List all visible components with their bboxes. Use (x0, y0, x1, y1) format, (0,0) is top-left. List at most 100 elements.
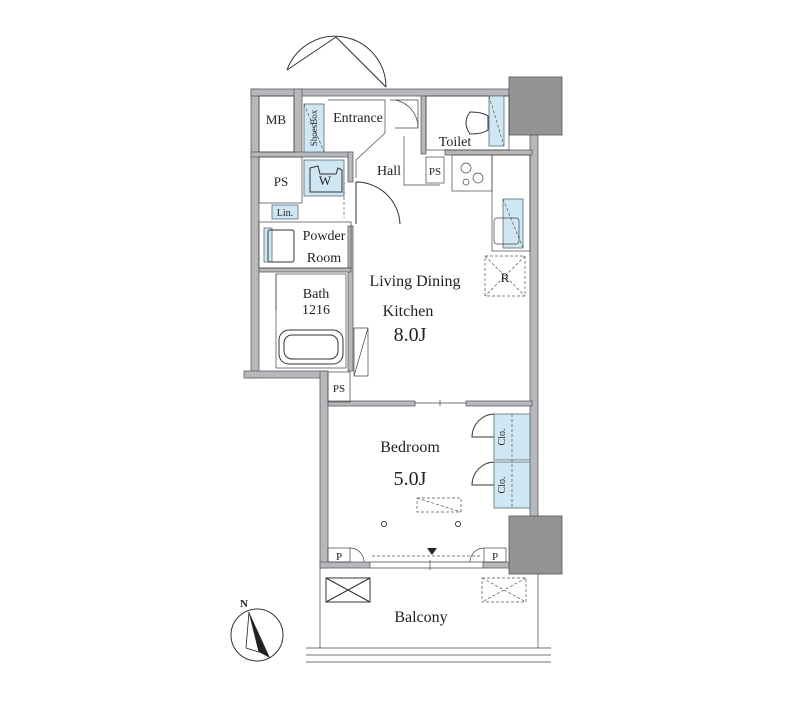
room-label-entrance: Entrance (333, 111, 383, 126)
stove-area (451, 154, 493, 192)
hall-door-to-ldk (355, 181, 401, 225)
bedroom-size: 5.0J (394, 468, 427, 490)
room-label-balcony: Balcony (394, 609, 447, 626)
pillar-bottom-right (508, 515, 563, 575)
room-label-r: R (501, 270, 510, 285)
washer-area (303, 159, 345, 197)
ps-left-box (258, 156, 303, 204)
room-label-mb: MB (266, 112, 287, 127)
wall-ldk-left (347, 225, 354, 372)
room-label-powder-2: Room (307, 251, 341, 266)
wall-wic-right (347, 151, 354, 183)
room-label-ps-left: PS (274, 174, 288, 189)
mb-box (258, 95, 295, 153)
wall-right-outer (529, 133, 539, 518)
toilet-room (425, 95, 510, 151)
room-label-p-right: P (492, 551, 498, 563)
shoe-box-diagonal (303, 103, 325, 153)
entry-arrow-icon (427, 548, 437, 555)
entrance-step (328, 99, 386, 178)
ceiling-light-icon-2 (455, 521, 461, 527)
compass-ring (230, 608, 284, 662)
linen-storage (271, 204, 299, 220)
compass-needle-light (245, 611, 260, 653)
compass-north-label: N (240, 598, 248, 610)
room-label-bath-1: Bath (303, 287, 329, 302)
toilet-bowl-icon (465, 111, 489, 135)
room-label-toilet: Toilet (439, 135, 472, 150)
outdoor-unit-space (481, 577, 527, 603)
p-left-box (327, 547, 351, 563)
room-label-p-left: P (336, 551, 342, 563)
bath-room (275, 273, 347, 369)
room-label-clo-top: Clo. (497, 429, 508, 446)
ps-lower-box (327, 371, 351, 403)
room-label-bath-2: 1216 (302, 303, 330, 318)
bathtub-inner (283, 334, 339, 360)
room-label-shoe-box: ShoesBox (309, 109, 319, 146)
compass-needle-dark (249, 612, 270, 658)
outdoor-space-diag-2 (481, 577, 527, 603)
outdoor-unit-icon (325, 577, 371, 603)
powder-room (258, 221, 352, 269)
room-label-w: W (319, 173, 332, 188)
air-conditioner-space (416, 497, 462, 513)
room-label-hall: Hall (377, 164, 401, 179)
ldk-storage-shelf (353, 327, 369, 377)
compass-icon: N (230, 598, 284, 662)
refrigerator-space (484, 255, 526, 297)
fridge-diagonal-2 (484, 255, 526, 297)
hall-door-swing (390, 99, 419, 129)
room-label-ldk-2: Kitchen (383, 303, 434, 320)
wall-entrance-left (293, 88, 303, 154)
wall-powder-bottom (258, 267, 352, 273)
outdoor-unit-diag-2 (325, 577, 371, 603)
entrance-door-edge (286, 36, 337, 71)
ldk-shelf-diagonal (353, 327, 369, 377)
wall-bottom-left (319, 561, 371, 569)
room-label-lin: Lin. (277, 208, 293, 219)
p-left-arc (349, 547, 365, 563)
vanity-sink-icon (267, 229, 295, 263)
wall-wic-top (250, 151, 353, 158)
wall-bedroom-top-left (327, 400, 416, 407)
room-label-bedroom: Bedroom (380, 439, 440, 456)
ldk-size: 8.0J (394, 324, 427, 346)
burner-icon-2 (472, 172, 484, 184)
sink-icon (493, 217, 520, 245)
toilet-storage-diagonal (488, 95, 505, 147)
wall-left-outer (250, 88, 260, 379)
kitchen-counter (491, 154, 531, 252)
wall-step (243, 370, 328, 379)
room-label-ldk-1: Living Dining (369, 273, 460, 290)
bathtub-icon (278, 329, 344, 365)
room-label-powder-1: Powder (303, 229, 346, 244)
entrance-door (286, 35, 387, 88)
washer-icon (309, 165, 343, 193)
p-right-arc (469, 547, 485, 563)
closet-door-arc-2 (471, 461, 495, 486)
room-label-clo-bottom: Clo. (497, 477, 508, 494)
hall-door-arc (394, 99, 419, 129)
closet-door-arc-1 (471, 413, 495, 438)
burner-icon (460, 162, 472, 174)
kitchen-storage-diagonal (502, 198, 524, 249)
ceiling-light-icon-1 (381, 521, 387, 527)
room-label-ps-lower: PS (333, 383, 345, 395)
entrance-door-leaf (335, 36, 387, 88)
wall-top-outer (250, 88, 510, 97)
ps-kitchen-box (425, 156, 445, 184)
pillar-top-right (508, 76, 563, 136)
room-label-ps-kitchen: PS (429, 166, 441, 178)
wall-left-lower (319, 370, 329, 569)
wall-toilet-left (420, 95, 427, 155)
wall-toilet-bottom (444, 149, 533, 156)
p-right-box (483, 547, 507, 563)
hall-outline (403, 136, 440, 186)
burner-icon-3 (462, 178, 470, 186)
ac-diagonal (416, 497, 462, 513)
fridge-diagonal-1 (484, 255, 526, 297)
wall-bedroom-top-right (465, 400, 533, 407)
entrance-door-arc (286, 35, 387, 88)
